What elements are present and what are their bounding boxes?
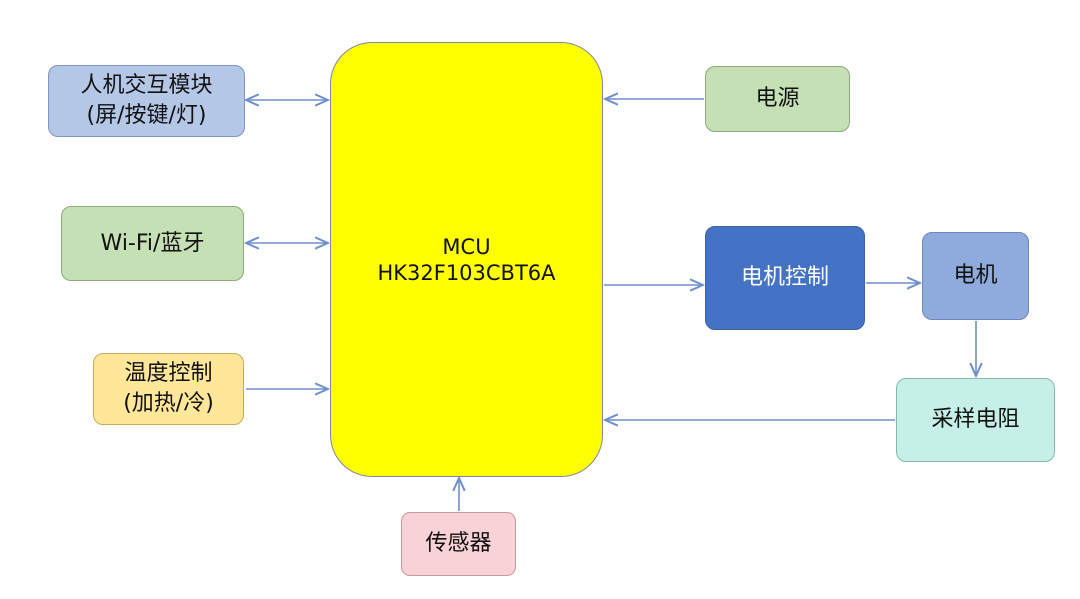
wifi-label: Wi-Fi/蓝牙: [100, 230, 205, 256]
hmi-title: 人机交互模块: [80, 73, 213, 98]
motor-control-label: 电机控制: [740, 265, 829, 290]
hmi-module-block: 人机交互模块 (屏/按键/灯): [48, 65, 245, 137]
mcu-title: MCU: [442, 234, 491, 259]
sensor-label: 传感器: [425, 531, 492, 556]
mcu-part-number: HK32F103CBT6A: [377, 260, 556, 285]
temp-subtitle: (加热/冷): [123, 391, 214, 416]
hmi-subtitle: (屏/按键/灯): [86, 103, 207, 128]
power-block: 电源: [705, 66, 850, 132]
temperature-control-block: 温度控制 (加热/冷): [93, 353, 244, 425]
motor-block: 电机: [922, 232, 1029, 320]
sensor-block: 传感器: [401, 512, 516, 576]
motor-label: 电机: [953, 263, 998, 288]
mcu-block: MCU HK32F103CBT6A: [330, 42, 603, 477]
temp-title: 温度控制: [124, 361, 213, 386]
power-label: 电源: [755, 86, 800, 111]
sampling-resistor-label: 采样电阻: [931, 407, 1020, 432]
wifi-bluetooth-block: Wi-Fi/蓝牙: [61, 206, 244, 281]
motor-control-block: 电机控制: [705, 226, 865, 330]
sampling-resistor-block: 采样电阻: [896, 378, 1055, 462]
